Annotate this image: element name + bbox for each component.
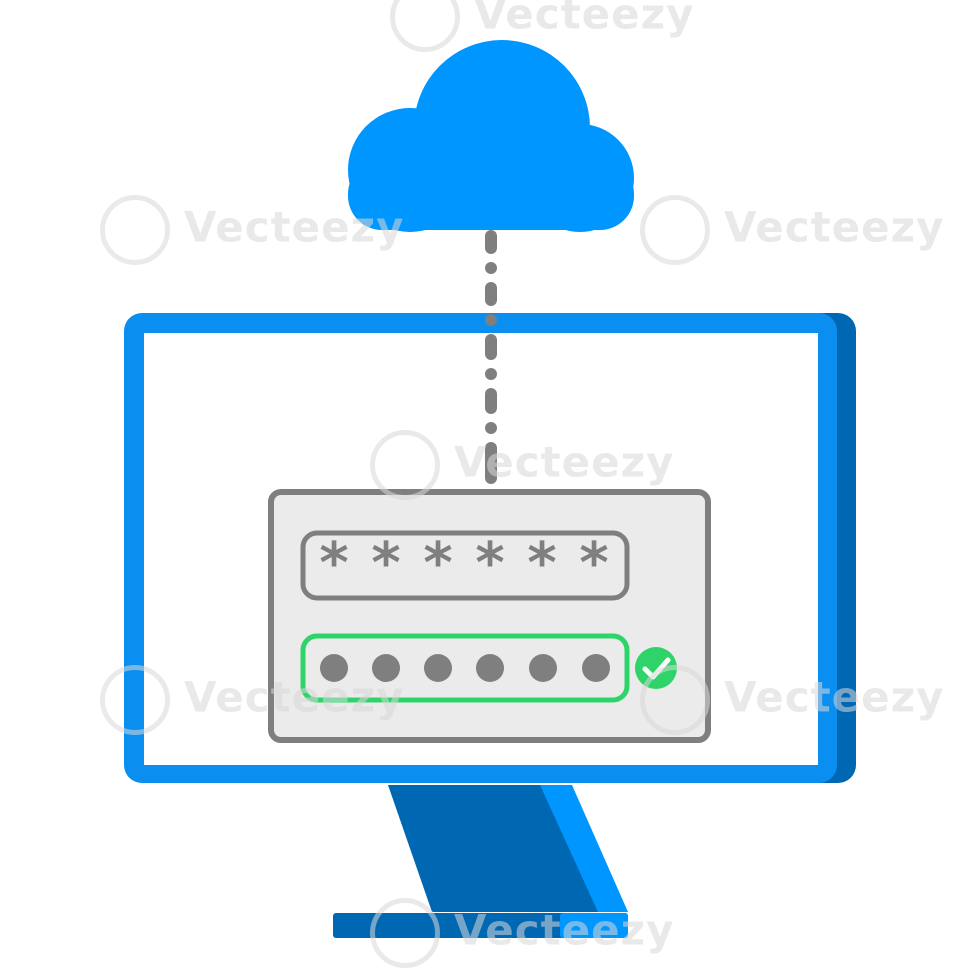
watermark: Vecteezy — [370, 430, 674, 500]
svg-text:*: * — [319, 531, 348, 596]
cloud-icon — [348, 40, 634, 232]
watermark: Vecteezy — [640, 665, 944, 735]
watermark-logo-icon — [100, 195, 170, 265]
watermark-logo-icon — [370, 898, 440, 968]
svg-text:*: * — [527, 531, 556, 596]
svg-text:*: * — [423, 531, 452, 596]
watermark-logo-icon — [100, 665, 170, 735]
watermark: Vecteezy — [370, 898, 674, 968]
watermark-logo-icon — [640, 665, 710, 735]
watermark: Vecteezy — [100, 195, 404, 265]
watermark-logo-icon — [370, 430, 440, 500]
svg-text:*: * — [371, 531, 400, 596]
watermark-logo-icon — [640, 195, 710, 265]
svg-text:*: * — [475, 531, 504, 596]
asterisk-icon: * * * * * * — [319, 531, 608, 596]
watermark-logo-icon — [390, 0, 460, 52]
watermark: Vecteezy — [640, 195, 944, 265]
dot-icon — [320, 654, 610, 682]
watermark: Vecteezy — [390, 0, 694, 52]
svg-text:*: * — [579, 531, 608, 596]
password-field-masked[interactable]: * * * * * * — [300, 530, 630, 601]
watermark: Vecteezy — [100, 665, 404, 735]
password-field-confirmed[interactable] — [300, 633, 630, 703]
